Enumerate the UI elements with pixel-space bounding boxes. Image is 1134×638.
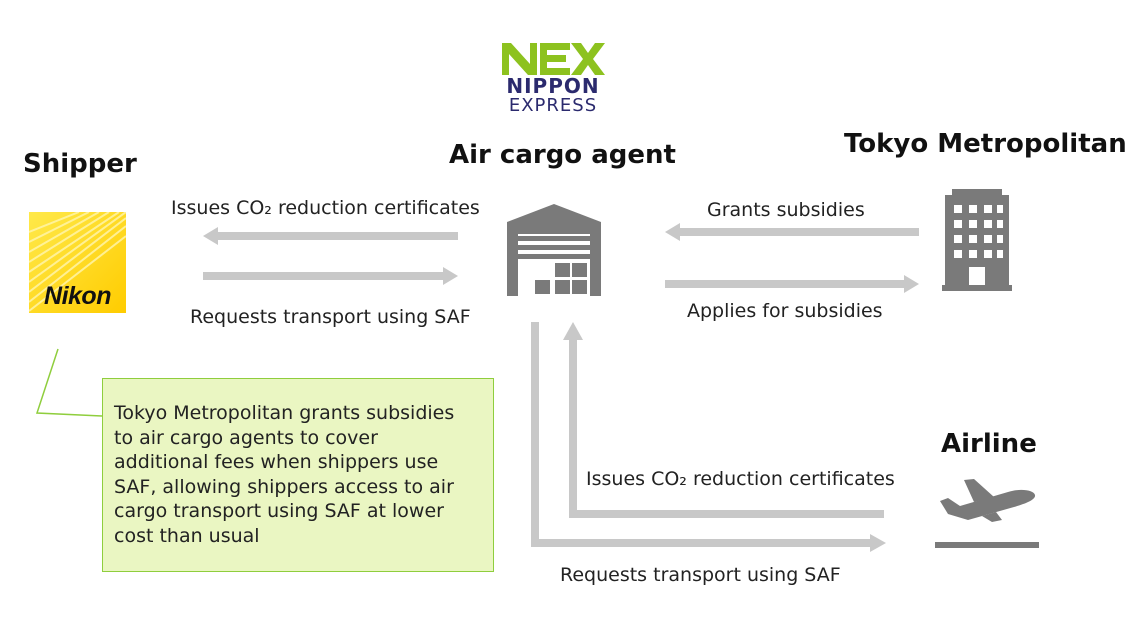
note-line: Tokyo Metropolitan grants subsidies — [114, 402, 455, 424]
label-agent-to-shipper: Issues CO₂ reduction certificates — [171, 197, 480, 219]
label-agent-to-tokyo: Applies for subsidies — [687, 300, 883, 322]
logo-text-nippon: NIPPON — [506, 74, 600, 98]
tokyo-metropolitan-heading: Tokyo Metropolitan — [844, 129, 1127, 159]
note-line: cost than usual — [114, 524, 260, 547]
shipper-heading: Shipper — [23, 149, 137, 179]
nikon-rays-icon — [29, 212, 126, 313]
subsidy-note: Tokyo Metropolitan grants subsidies to a… — [102, 378, 494, 572]
nikon-logo-text: Nikon — [44, 282, 111, 310]
logo-text-express: EXPRESS — [508, 95, 598, 116]
warehouse-icon — [507, 204, 601, 296]
arrow-airline-to-agent — [563, 322, 884, 518]
nippon-express-logo: NIPPON EXPRESS — [500, 42, 606, 117]
label-shipper-to-agent: Requests transport using SAF — [190, 306, 471, 328]
building-icon — [942, 189, 1012, 291]
note-connector — [35, 348, 103, 417]
air-cargo-agent-heading: Air cargo agent — [449, 140, 676, 170]
arrow-agent-to-tokyo — [665, 275, 919, 293]
label-agent-to-airline: Requests transport using SAF — [560, 564, 841, 586]
note-line: SAF, allowing shippers access to air — [114, 475, 454, 498]
label-tokyo-to-agent: Grants subsidies — [707, 199, 865, 221]
nikon-logo: Nikon — [29, 212, 126, 313]
arrow-shipper-to-agent — [203, 267, 458, 285]
note-line: additional fees when shippers use — [114, 451, 439, 473]
arrow-agent-to-airline — [531, 322, 886, 552]
nx-mark-icon — [502, 43, 605, 75]
arrow-tokyo-to-agent — [665, 223, 919, 241]
note-line: to air cargo agents to cover — [114, 426, 378, 449]
airplane-icon — [935, 479, 1039, 548]
arrow-agent-to-shipper — [203, 227, 458, 245]
label-airline-to-agent: Issues CO₂ reduction certificates — [586, 468, 895, 490]
note-line: cargo transport using SAF at lower — [114, 500, 444, 522]
airline-heading: Airline — [941, 429, 1037, 459]
